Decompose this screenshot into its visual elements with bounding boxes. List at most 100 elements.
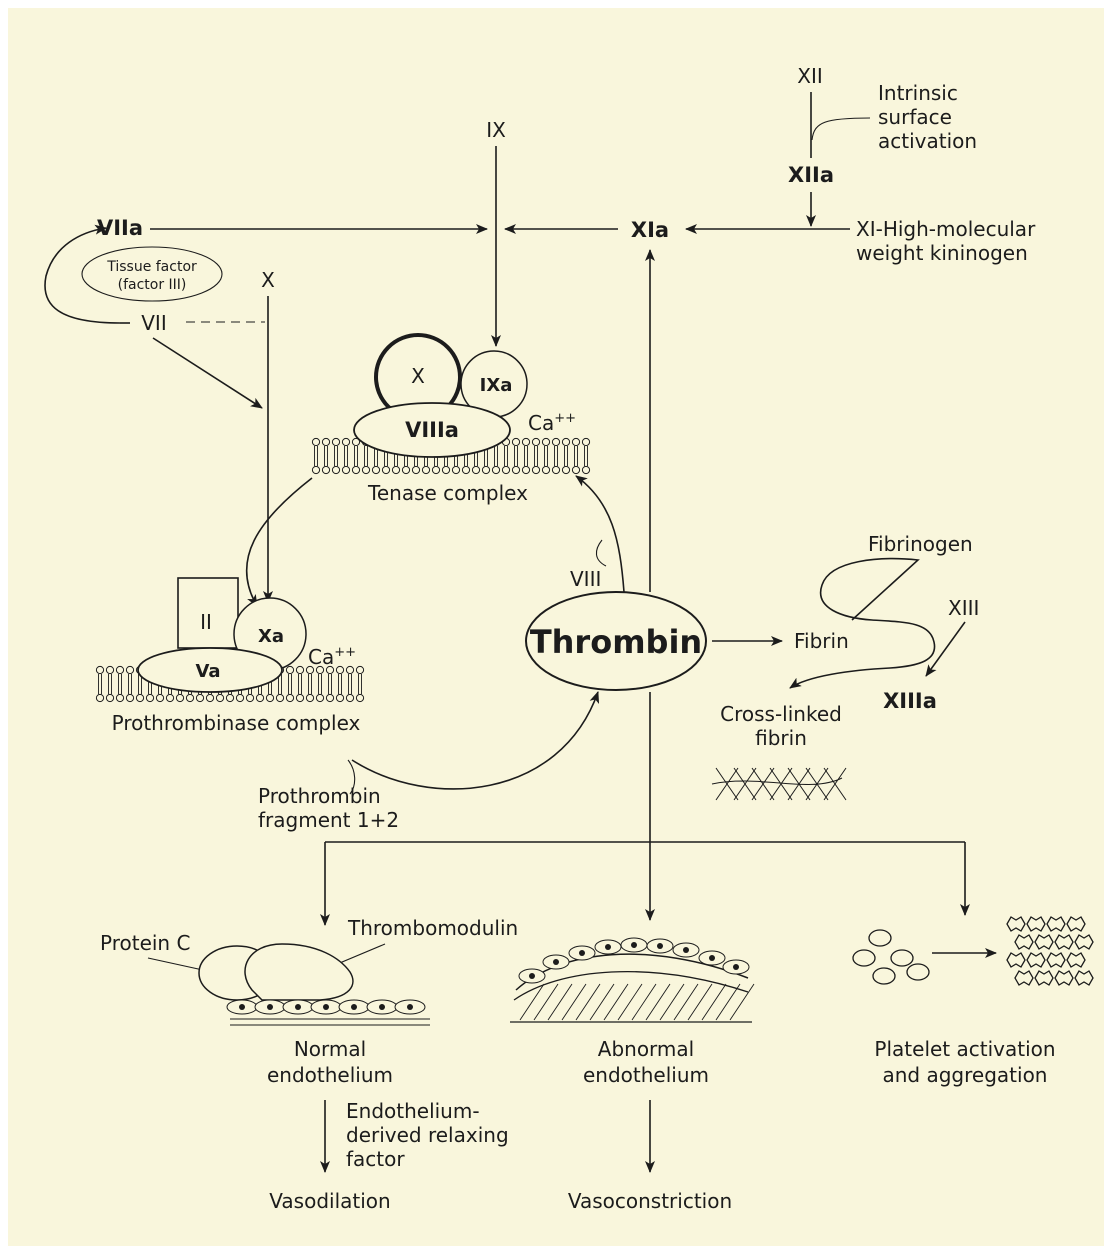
cell-nucleus: [379, 1004, 385, 1010]
lipid-head: [551, 437, 561, 447]
platelet-label-line-2: and aggregation: [883, 1063, 1048, 1087]
lipid-head: [275, 693, 285, 703]
fibrin-label: Fibrin: [794, 629, 849, 653]
lipid-head: [491, 465, 501, 475]
lipid-head: [225, 693, 235, 703]
activated-platelet: [1006, 952, 1026, 968]
normal-endothelium-cells: [226, 999, 426, 1015]
lipid-head: [341, 437, 351, 447]
tissue-factor-line-2: (factor III): [118, 277, 187, 293]
lipid-head: [331, 465, 341, 475]
factor-xii-label: XII: [797, 64, 823, 88]
thrombin-to-tenase-arrow: [575, 475, 625, 593]
lipid-head: [401, 465, 411, 475]
fragment-leader: [347, 759, 356, 795]
cell-nucleus: [407, 1004, 413, 1010]
lipid-head: [371, 465, 381, 475]
lipid-head: [431, 465, 441, 475]
lipid-head: [411, 465, 421, 475]
lipid-head: [105, 665, 115, 675]
lipid-head: [521, 465, 531, 475]
lipid-head: [311, 437, 321, 447]
lipid-head: [95, 665, 105, 675]
cell-nucleus: [683, 947, 689, 953]
thrombomodulin-label: Thrombomodulin: [347, 916, 518, 940]
lipid-head: [321, 465, 331, 475]
activated-platelet: [1046, 952, 1066, 968]
lipid-head: [285, 665, 295, 675]
protein-c-label: Protein C: [100, 931, 190, 955]
cell-nucleus: [295, 1004, 301, 1010]
fragment-line-2: fragment 1+2: [258, 808, 399, 832]
tenase-ixa-label: IXa: [480, 375, 513, 396]
prothrombinase-ii-label: II: [200, 610, 212, 634]
lipid-head: [551, 465, 561, 475]
lipid-head: [321, 437, 331, 447]
lipid-head: [331, 437, 341, 447]
lipid-head: [531, 465, 541, 475]
resting-platelet: [890, 949, 914, 967]
lipid-head: [311, 465, 321, 475]
lipid-head: [441, 465, 451, 475]
activated-platelet: [1026, 952, 1046, 968]
lipid-head: [325, 693, 335, 703]
normal-label-line-2: endothelium: [267, 1063, 393, 1087]
normal-label-line-1: Normal: [294, 1037, 366, 1061]
lipid-head: [95, 693, 105, 703]
lipid-head: [115, 693, 125, 703]
lipid-head: [325, 665, 335, 675]
resting-platelet: [906, 963, 930, 981]
prothrombinase-xa-label: Xa: [258, 626, 284, 647]
lipid-head: [451, 465, 461, 475]
lipid-head: [355, 693, 365, 703]
activated-platelet: [1006, 916, 1026, 932]
lipid-head: [305, 693, 315, 703]
cell-nucleus: [239, 1004, 245, 1010]
tenase-x-label: X: [411, 364, 425, 388]
vii-to-x-arrow: [152, 337, 263, 409]
thrombin-ellipse: [525, 591, 707, 691]
viii-label: VIII: [570, 567, 601, 591]
lipid-head: [345, 665, 355, 675]
lipid-head: [351, 437, 361, 447]
activated-platelet: [1066, 952, 1086, 968]
thrombomodulin-shape: [244, 943, 354, 1001]
lipid-head: [351, 465, 361, 475]
lipid-head: [335, 693, 345, 703]
cell-nucleus: [631, 942, 637, 948]
viii-leader: [595, 539, 607, 567]
lipid-head: [571, 437, 581, 447]
lipid-head: [391, 465, 401, 475]
vii-to-viia-loop-arrow: [44, 224, 121, 324]
prothrombinase-va-ellipse: [137, 647, 283, 693]
intrinsic-leader: [811, 117, 871, 141]
vasoconstriction-label: Vasoconstriction: [568, 1189, 732, 1213]
activated-platelet: [1026, 916, 1046, 932]
lipid-head: [255, 693, 265, 703]
lipid-head: [501, 465, 511, 475]
lipid-head: [461, 465, 471, 475]
cell-nucleus: [733, 964, 739, 970]
intrinsic-line-2: surface: [878, 105, 952, 129]
activated-platelet: [1054, 934, 1074, 950]
prothrombinase-va-label: Va: [195, 661, 220, 682]
lipid-head: [295, 665, 305, 675]
lipid-head: [511, 465, 521, 475]
abnormal-label-line-1: Abnormal: [598, 1037, 694, 1061]
edrf-line-2: derived relaxing: [346, 1123, 509, 1147]
lipid-head: [571, 465, 581, 475]
resting-platelet: [868, 929, 892, 947]
edrf-line-1: Endothelium-: [346, 1099, 480, 1123]
cross-linked-line-1: Cross-linked: [720, 702, 842, 726]
cell-nucleus: [657, 943, 663, 949]
fragment-line-1: Prothrombin: [258, 784, 381, 808]
xi-hmwk-line-2: weight kininogen: [856, 241, 1028, 265]
lipid-head: [185, 693, 195, 703]
plaque-hatching: [519, 983, 755, 1021]
lipid-head: [335, 665, 345, 675]
activated-platelet: [1034, 934, 1054, 950]
fibrin-strand-arrow: [789, 557, 936, 689]
cell-nucleus: [323, 1004, 329, 1010]
